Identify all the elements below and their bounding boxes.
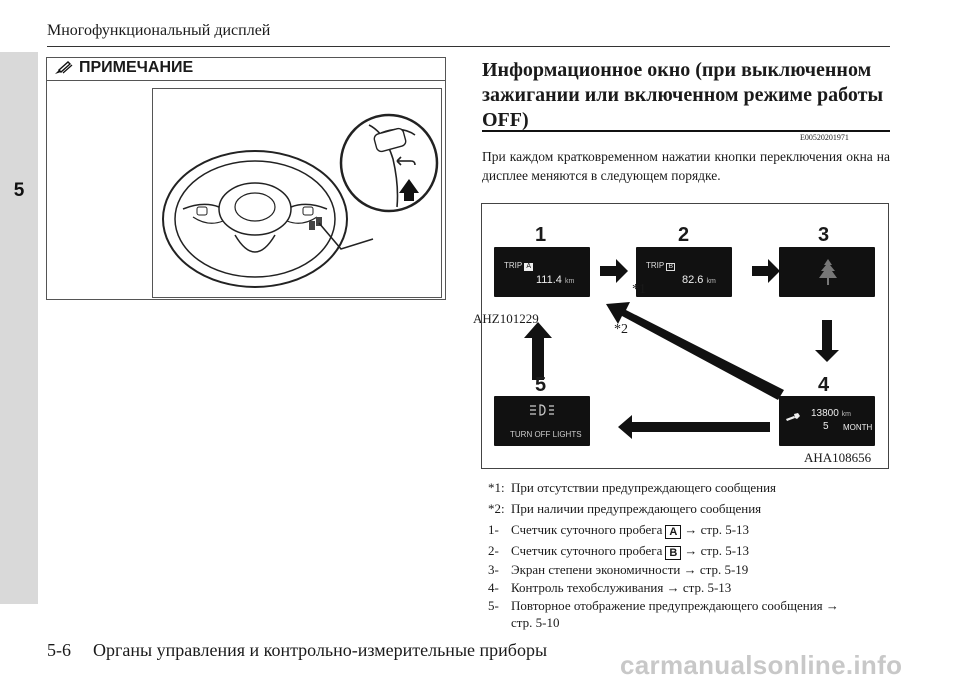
trip-label: TRIP xyxy=(646,261,665,270)
odo-unit: km xyxy=(841,411,851,418)
screen-number-1: 1 xyxy=(535,224,547,246)
note-image-code: AHZ101229 xyxy=(473,311,539,326)
section-title: Информационное окно (при выключенном заж… xyxy=(482,59,884,131)
arrow-3-to-4 xyxy=(815,320,839,362)
footer-section: Органы управления и контрольно-измерител… xyxy=(93,640,548,660)
note-header: ПРИМЕЧАНИЕ xyxy=(47,58,445,81)
trip-label: TRIP xyxy=(504,261,523,270)
diagram-image-code: AHA108656 xyxy=(804,450,872,465)
screen-number-4: 4 xyxy=(818,374,830,396)
arrow-5-to-1 xyxy=(524,322,552,380)
section-code: E00520201971 xyxy=(800,133,849,142)
arrow-4-to-2-diagonal xyxy=(606,302,784,400)
arrow-1-to-2 xyxy=(600,259,628,283)
trip-b-unit: km xyxy=(706,278,716,285)
section-rule xyxy=(482,130,890,132)
section-intro: При каждом кратковременном нажатии кнопк… xyxy=(482,149,890,183)
note-pen-icon xyxy=(55,61,73,74)
note-box: ПРИМЕЧАНИЕ AHZ101229 xyxy=(46,57,539,326)
trip-a-unit: km xyxy=(564,278,575,285)
screen-number-3: 3 xyxy=(818,224,830,246)
screen-eco xyxy=(779,247,875,297)
page-number: 5-6 xyxy=(47,640,71,660)
trip-a-value: 111.4 xyxy=(536,274,562,286)
arrow-2-to-3 xyxy=(752,259,780,283)
diagram-arrows xyxy=(524,259,839,439)
trip-b-value: 82.6 xyxy=(682,274,704,286)
page-footer: 5-6 Органы управления и контрольно-измери… xyxy=(47,640,547,661)
months-label: MONTH xyxy=(843,423,873,432)
screen-maintenance: 13800 km 5 MONTH xyxy=(779,396,875,446)
arrow-4-to-5 xyxy=(618,415,770,439)
screen-warning: TURN OFF LIGHTS xyxy=(494,396,590,446)
screen-number-2: 2 xyxy=(678,224,690,246)
badge-b: B xyxy=(666,263,676,271)
warning-text: TURN OFF LIGHTS xyxy=(510,430,582,439)
star-1-label: *1 xyxy=(632,282,646,297)
headlight-icon xyxy=(530,404,554,416)
eco-leaf-icon xyxy=(819,259,837,285)
odo-value: 13800 xyxy=(811,408,839,419)
steering-wheel-illustration: AHZ101229 xyxy=(152,88,539,326)
header-title: Многофункциональный дисплей xyxy=(47,22,271,39)
note-heading: ПРИМЕЧАНИЕ xyxy=(79,59,194,76)
chapter-tab-number: 5 xyxy=(13,180,25,201)
watermark: carmanualsonline.info xyxy=(620,650,903,680)
months-value: 5 xyxy=(823,421,829,432)
chapter-sidebar xyxy=(0,52,38,604)
steering-wheel-icon xyxy=(162,113,439,288)
badge-a: A xyxy=(524,263,534,271)
header-rule xyxy=(47,46,890,47)
trip-a-box: A xyxy=(665,525,682,539)
wrench-icon xyxy=(786,413,800,421)
screen-number-5: 5 xyxy=(535,374,547,396)
trip-b-box: B xyxy=(665,546,682,560)
star-2-label: *2 xyxy=(614,322,628,337)
